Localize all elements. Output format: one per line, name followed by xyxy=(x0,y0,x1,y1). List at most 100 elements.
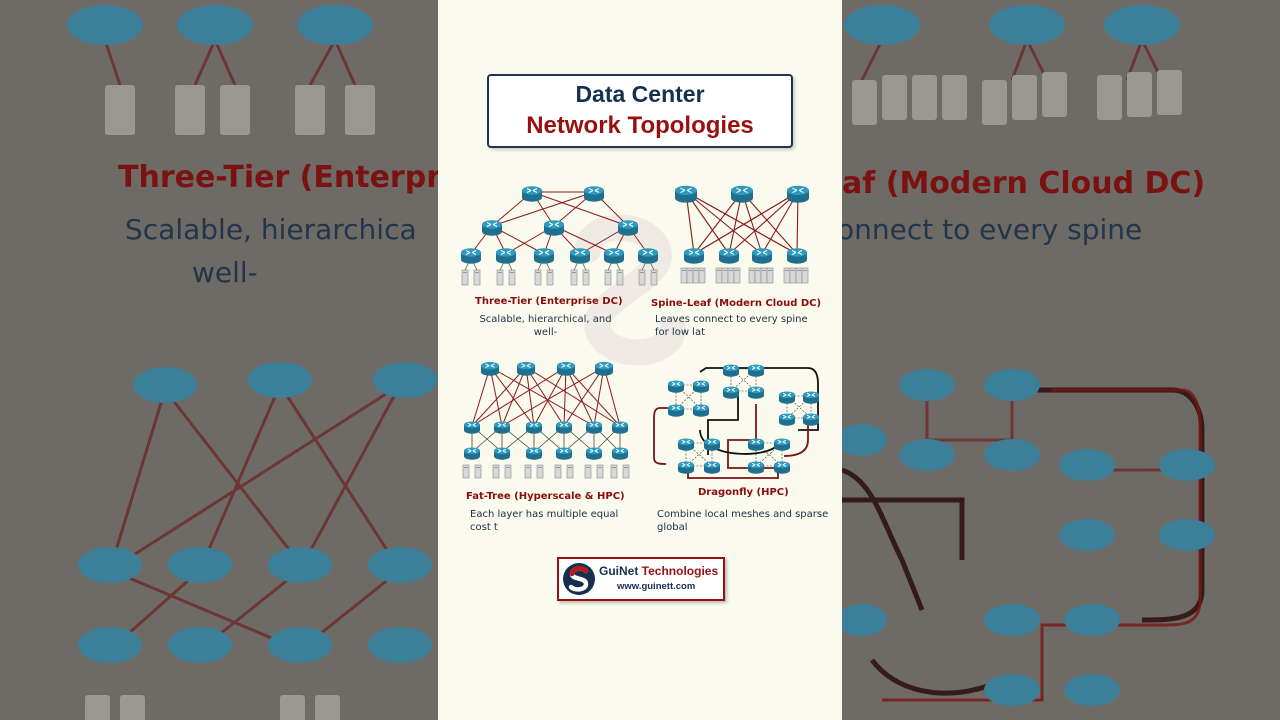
server-icon xyxy=(504,464,512,479)
router-icon xyxy=(668,380,684,393)
link-line xyxy=(565,366,621,427)
infographic-panel: Data Center Network Topologies Three-Tie… xyxy=(438,0,842,720)
link-line xyxy=(741,191,798,255)
router-icon xyxy=(803,413,819,426)
router-icon xyxy=(779,391,795,404)
router-icon xyxy=(494,447,510,460)
link-line xyxy=(471,366,491,427)
server-icon xyxy=(536,464,544,479)
server-icon xyxy=(698,267,706,284)
router-icon xyxy=(526,421,542,434)
router-icon xyxy=(748,438,764,451)
link-line xyxy=(565,366,595,427)
brand-name-part1: GuiNet xyxy=(599,564,642,578)
router-icon xyxy=(464,421,480,434)
global-link xyxy=(653,407,674,465)
router-icon xyxy=(748,364,764,377)
three-tier-label: Three-Tier (Enterprise DC) xyxy=(475,296,623,307)
router-icon xyxy=(638,248,658,264)
router-icon xyxy=(517,361,535,376)
server-icon xyxy=(566,464,574,479)
link-line xyxy=(525,366,565,427)
server-icon xyxy=(462,464,470,479)
brand-name-part2: Technologies xyxy=(641,564,719,578)
background-right-heading: af (Modern Cloud DC) xyxy=(842,166,1206,201)
router-icon xyxy=(704,438,720,451)
router-icon xyxy=(612,447,628,460)
router-icon xyxy=(684,248,704,264)
fat-tree-diagram xyxy=(462,361,630,479)
three-tier-diagram xyxy=(461,186,658,286)
router-icon xyxy=(496,248,516,264)
link-line xyxy=(525,366,621,427)
router-icon xyxy=(678,438,694,451)
router-icon xyxy=(719,248,739,264)
link-line xyxy=(525,366,535,427)
router-icon xyxy=(612,421,628,434)
router-icon xyxy=(544,220,564,236)
title-line-2: Network Topologies xyxy=(526,112,754,139)
brand-logo: GuiNet Technologies www.guinett.com xyxy=(557,557,725,601)
background-right-graphic xyxy=(842,5,1215,706)
global-link xyxy=(783,416,809,457)
background-right: af (Modern Cloud DC) onnect to every spi… xyxy=(842,0,1280,720)
server-icon xyxy=(524,464,532,479)
link-line xyxy=(685,191,798,255)
router-icon xyxy=(570,248,590,264)
router-icon xyxy=(693,404,709,417)
link-line xyxy=(593,366,605,427)
router-icon xyxy=(779,413,795,426)
router-icon xyxy=(557,361,575,376)
router-icon xyxy=(604,248,624,264)
router-icon xyxy=(464,447,480,460)
router-icon xyxy=(586,447,602,460)
server-icon xyxy=(733,267,741,284)
link-line xyxy=(501,366,527,427)
link-line xyxy=(563,366,605,427)
server-icon xyxy=(584,464,592,479)
global-link xyxy=(707,392,739,455)
router-icon xyxy=(693,380,709,393)
router-icon xyxy=(586,421,602,434)
router-icon xyxy=(774,438,790,451)
router-icon xyxy=(723,364,739,377)
router-icon xyxy=(595,361,613,376)
link-line xyxy=(693,191,799,255)
three-tier-desc: Scalable, hierarchical, and well- xyxy=(479,314,612,338)
router-icon xyxy=(481,361,499,376)
background-left-graphic xyxy=(67,5,437,720)
router-icon xyxy=(618,220,638,236)
dragonfly-diagram xyxy=(653,364,819,479)
server-icon xyxy=(622,464,630,479)
server-icon xyxy=(766,267,774,284)
server-icon xyxy=(610,464,618,479)
title-line-1: Data Center xyxy=(575,81,705,107)
router-icon xyxy=(787,248,807,264)
router-icon xyxy=(556,447,572,460)
link-line xyxy=(563,366,567,427)
router-icon xyxy=(731,185,753,203)
link-line xyxy=(489,366,535,427)
link-line xyxy=(728,191,799,255)
global-link xyxy=(699,367,819,431)
server-icon xyxy=(492,464,500,479)
link-line xyxy=(693,191,743,255)
link-line xyxy=(531,191,629,227)
link-line xyxy=(603,366,621,427)
background-left-heading: Three-Tier (Enterpr xyxy=(118,160,438,195)
router-icon xyxy=(774,461,790,474)
router-icon xyxy=(534,248,554,264)
server-icon xyxy=(596,464,604,479)
dragonfly-label: Dragonfly (HPC) xyxy=(698,487,789,498)
brand-website: www.guinett.com xyxy=(617,581,696,592)
spine-leaf-diagram xyxy=(675,185,809,284)
link-line xyxy=(501,366,605,427)
server-icon xyxy=(554,464,562,479)
background-left-desc-2: well- xyxy=(192,256,258,289)
router-icon xyxy=(787,185,809,203)
link-line xyxy=(471,366,567,427)
background-left-desc-1: Scalable, hierarchica xyxy=(125,213,417,246)
background-right-desc-1: onnect to every spine xyxy=(842,213,1143,246)
dragonfly-desc: Combine local meshes and sparse global xyxy=(657,509,829,533)
router-icon xyxy=(752,248,772,264)
